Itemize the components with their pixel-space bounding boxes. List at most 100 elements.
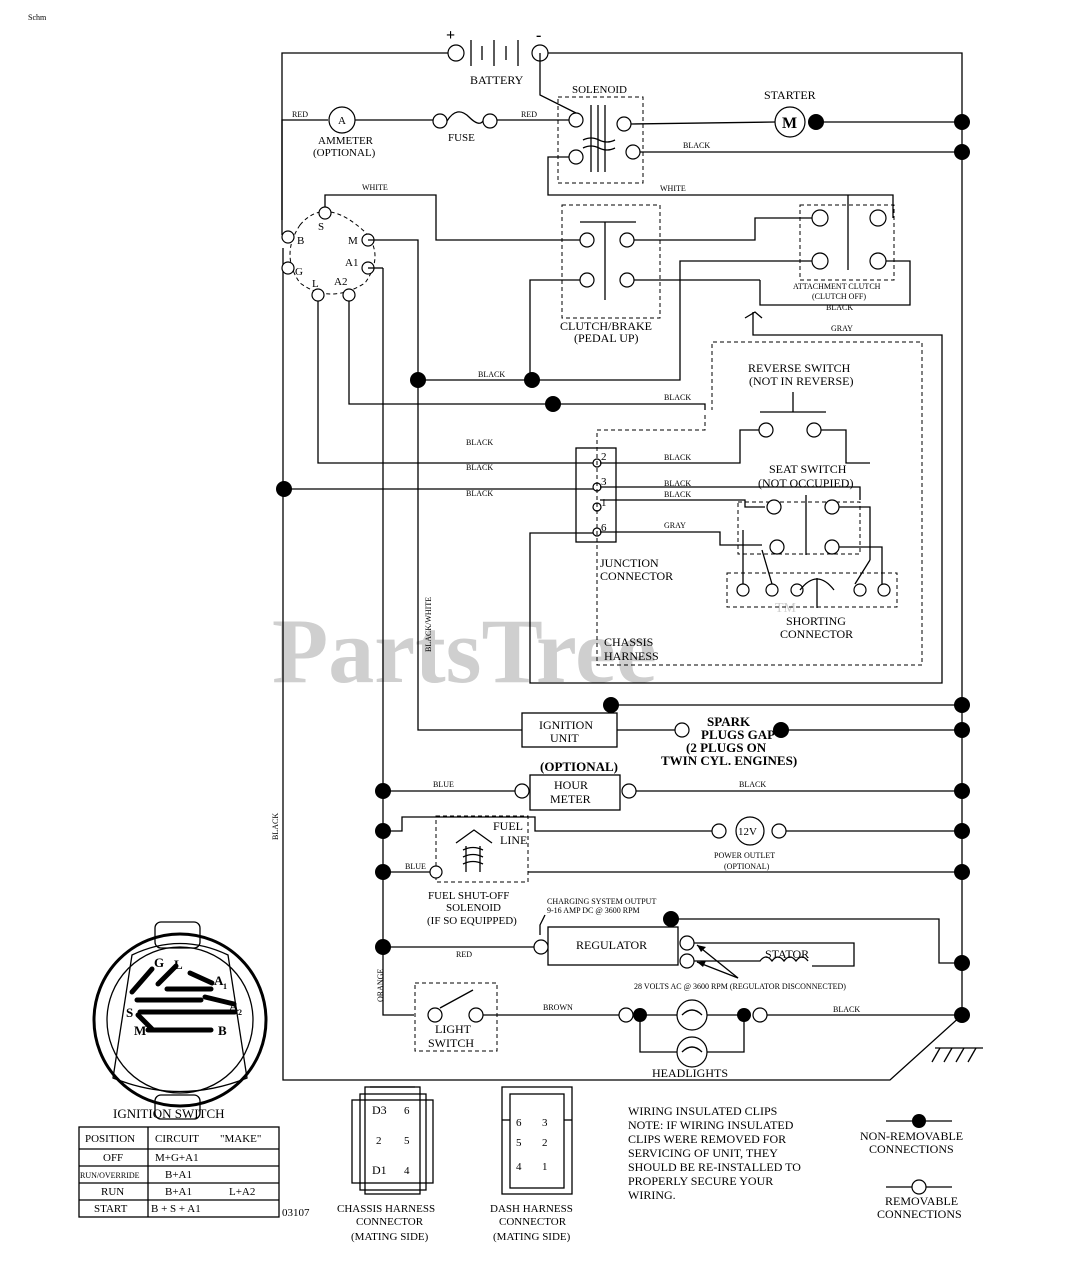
clips-note-line-3: SHOULD BE RE-INSTALLED TO (628, 1160, 801, 1174)
junction-pin-6: 6 (601, 522, 607, 534)
chassis-pin-6: 6 (404, 1105, 410, 1117)
clips-note-line-4: PROPERLY SECURE YOUR (628, 1174, 773, 1188)
icon-letter-s: S (126, 1005, 133, 1020)
dash-connector-line3: (MATING SIDE) (493, 1231, 571, 1243)
reverse-switch: REVERSE SWITCH (NOT IN REVERSE) (748, 361, 870, 464)
table-header-make: "MAKE" (220, 1133, 261, 1145)
ignition-unit: IGNITION UNIT SPARK PLUGS GAP (2 PLUGS O… (521, 697, 962, 768)
shorting-line2: CONNECTOR (780, 627, 853, 641)
clips-note-line-0: NOTE: IF WIRING INSULATED (628, 1118, 794, 1132)
table-row-0-position: OFF (103, 1152, 123, 1164)
table-row-1-position: RUN/OVERRIDE (80, 1171, 140, 1180)
ignition-switch-title: IGNITION SWITCH (113, 1106, 225, 1121)
charging-line2: 9-16 AMP DC @ 3600 RPM (547, 906, 640, 915)
wire-red-regulator: RED (456, 950, 472, 959)
stator-note: 28 VOLTS AC @ 3600 RPM (REGULATOR DISCON… (634, 982, 846, 991)
legend-removable-line2: CONNECTIONS (877, 1207, 962, 1221)
icon-letter-a2-sub: 2 (238, 1008, 242, 1017)
dash-connector-line1: DASH HARNESS (490, 1203, 573, 1215)
wire-blue-hour: BLUE (433, 780, 454, 789)
reverse-switch-label: REVERSE SWITCH (748, 361, 851, 375)
spark-line3: (2 PLUGS ON (686, 740, 767, 755)
watermark-mark: TM (775, 601, 797, 616)
headlights-label: HEADLIGHTS (652, 1066, 728, 1080)
wire-black-solenoid: BLACK (683, 141, 710, 150)
solenoid-wiring: BLACK WHITE (547, 141, 962, 218)
solenoid-label: SOLENOID (572, 84, 627, 96)
clips-note-line-1: CLIPS WERE REMOVED FOR (628, 1132, 786, 1146)
legend-non-removable-line1: NON-REMOVABLE (860, 1129, 963, 1143)
ignition-switch-icon: G L A 1 A 2 S M B (92, 921, 268, 1120)
spark-line2: PLUGS GAP (701, 727, 775, 742)
wire-black-white: BLACK/WHITE (424, 597, 433, 652)
seat-switch-label: SEAT SWITCH (769, 462, 847, 476)
seat-switch-note: (NOT OCCUPIED) (758, 476, 853, 490)
pin-l: L (312, 278, 319, 290)
icon-letter-l: L (174, 957, 183, 972)
wire-black-clutch: BLACK (826, 303, 853, 312)
wire-black-pin2: BLACK (664, 453, 691, 462)
wire-black-pin1: BLACK (664, 490, 691, 499)
chassis-pin-2: 2 (376, 1135, 382, 1147)
shorting-connector: SHORTING CONNECTOR (726, 530, 898, 641)
ignition-unit-line2: UNIT (550, 731, 579, 745)
wire-black-pin3: BLACK (664, 479, 691, 488)
chassis-harness-line1: CHASSIS (604, 635, 653, 649)
junction-pin-3: 3 (601, 476, 607, 488)
dash-pin-3: 3 (542, 1117, 548, 1129)
fuel-solenoid-line2: SOLENOID (446, 902, 501, 914)
wire-white-switch: WHITE (362, 183, 388, 192)
chassis-pin-d3: D3 (372, 1103, 387, 1117)
wire-gray-pin6: GRAY (664, 521, 686, 530)
hour-meter-line1: HOUR (554, 778, 588, 792)
clutch-brake: CLUTCH/BRAKE (PEDAL UP) (529, 204, 820, 380)
regulator-stator: CHARGING SYSTEM OUTPUT 9-16 AMP DC @ 360… (383, 897, 962, 991)
bus-dots (375, 114, 970, 1023)
junction-line1: JUNCTION (600, 556, 659, 570)
light-switch-line1: LIGHT (435, 1022, 472, 1036)
attachment-clutch-label: ATTACHMENT CLUTCH (793, 282, 881, 291)
corner-label: Schm (28, 13, 47, 22)
ground-icon (931, 1047, 983, 1063)
chassis-connector-line3: (MATING SIDE) (351, 1231, 429, 1243)
legend: NON-REMOVABLE CONNECTIONS REMOVABLE CONN… (860, 1114, 963, 1221)
junction-line2: CONNECTOR (600, 569, 673, 583)
ammeter-label: AMMETER (318, 135, 374, 147)
dash-pin-6: 6 (516, 1117, 522, 1129)
table-row-2-position: RUN (101, 1186, 124, 1198)
pin-a2: A2 (334, 276, 347, 288)
fuse-label: FUSE (448, 132, 475, 144)
chassis-pin-4: 4 (404, 1165, 410, 1177)
spark-line1: SPARK (707, 714, 751, 729)
dash-harness-connector: 6 3 5 2 4 1 DASH HARNESS CONNECTOR (MATI… (490, 1086, 573, 1243)
clutch-brake-note: (PEDAL UP) (574, 331, 639, 345)
drawing-number: 03107 (282, 1207, 310, 1219)
clips-note: WIRING INSULATED CLIPS NOTE: IF WIRING I… (628, 1104, 801, 1202)
fuel-power-circuit: 12V POWER OUTLET (OPTIONAL) FUEL LINE BL… (383, 815, 962, 927)
battery-minus: - (536, 27, 541, 44)
table-header-circuit: CIRCUIT (155, 1133, 199, 1145)
ammeter-note: (OPTIONAL) (313, 147, 376, 159)
legend-removable-line1: REMOVABLE (885, 1194, 958, 1208)
wire-black-reverse: BLACK (664, 393, 691, 402)
pin-m: M (348, 235, 358, 247)
table-header-position: POSITION (85, 1133, 135, 1145)
wire-black-hour: BLACK (739, 780, 766, 789)
spark-line4: TWIN CYL. ENGINES) (661, 753, 797, 768)
dash-pin-2: 2 (542, 1137, 548, 1149)
wire-black-ab: BLACK (478, 370, 505, 379)
wire-black-3: BLACK (466, 489, 493, 498)
clutch-brake-label: CLUTCH/BRAKE (560, 319, 652, 333)
junction-pin-1: 1 (601, 497, 607, 509)
attachment-clutch: ATTACHMENT CLUTCH (CLUTCH OFF) BLACK (415, 195, 911, 381)
dash-pin-1: 1 (542, 1161, 548, 1173)
outlet-label: POWER OUTLET (714, 851, 775, 860)
hour-meter-note: (OPTIONAL) (540, 759, 618, 774)
legend-non-removable-line2: CONNECTIONS (869, 1142, 954, 1156)
wire-brown: BROWN (543, 1003, 573, 1012)
light-headlight-circuit: LIGHT SWITCH BROWN BLACK HEADLIGHTS ORAN… (271, 813, 962, 1080)
charging-line1: CHARGING SYSTEM OUTPUT (547, 897, 656, 906)
hour-meter-line2: METER (550, 792, 591, 806)
clips-note-title: WIRING INSULATED CLIPS (628, 1104, 777, 1118)
